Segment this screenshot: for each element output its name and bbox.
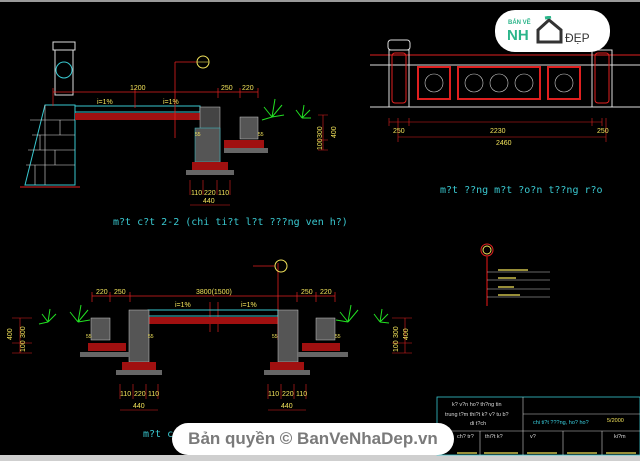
dim-220: 220 — [320, 289, 332, 296]
dim-300: 300 — [317, 126, 324, 138]
dim-440: 440 — [133, 403, 145, 410]
dim-250: 250 — [114, 289, 126, 296]
house-icon — [536, 16, 563, 44]
dim-2230: 2230 — [490, 128, 506, 135]
dim-3800: 3800(1500) — [196, 289, 232, 296]
column-header: thi?t k? — [485, 434, 503, 440]
dim-100: 100 — [317, 138, 324, 150]
scale: 5/2000 — [607, 418, 624, 424]
column-header: v? — [530, 434, 536, 440]
drawing-name: chi ti?t ???ng, ho? ho? — [533, 420, 589, 426]
dim-110: 110 — [148, 391, 159, 398]
dim-100: 100 — [20, 340, 27, 352]
dim-300: 300 — [20, 326, 27, 338]
small-dim: 55 — [86, 334, 92, 340]
dim-220: 220 — [242, 85, 254, 92]
slope-label: i=1% — [163, 99, 179, 106]
logo-text: NH — [507, 27, 529, 44]
dim-110: 110 — [191, 190, 202, 197]
small-dim: 55 — [335, 334, 341, 340]
plant-icon — [261, 98, 311, 121]
banvenhadep-logo: BẢN VẼ NH ĐẸP — [495, 10, 610, 52]
dim-220: 220 — [96, 289, 108, 296]
column-header: ki?m — [614, 434, 626, 440]
dim-400: 400 — [403, 328, 410, 340]
slope-label: i=1% — [97, 99, 113, 106]
column-header: ch? tr? — [457, 434, 474, 440]
watermark-text: Bản quyền © BanVeNhaDep.vn — [188, 429, 438, 448]
dim-440: 440 — [281, 403, 293, 410]
small-dim: 55 — [258, 132, 264, 138]
dim-250: 250 — [301, 289, 313, 296]
section-title: m?t ??ng m?t ?o?n t??ng r?o — [440, 185, 603, 196]
small-dim: 55 — [272, 334, 278, 340]
material-layer-legend — [480, 243, 550, 306]
dim-100: 100 — [393, 340, 400, 352]
small-dim: 55 — [148, 334, 154, 340]
dim-1200: 1200 — [130, 85, 146, 92]
small-dim: 55 — [195, 132, 201, 138]
dim-220: 220 — [134, 391, 146, 398]
org-name: k? v?n ho? th?ng tin — [452, 402, 502, 408]
logo-text: ĐẸP — [565, 31, 590, 45]
slope-label: i=1% — [175, 302, 191, 309]
dim-250: 250 — [393, 128, 405, 135]
dim-300: 300 — [393, 326, 400, 338]
section-bottom-drawing: 220 250 3800(1500) 250 220 i=1% i=1% 55 … — [7, 259, 412, 440]
section-title: m?t c?t 2-2 (chi ti?t l?t ???ng ven h?) — [113, 217, 348, 228]
dim-110: 110 — [120, 391, 131, 398]
dim-220: 220 — [282, 391, 294, 398]
dim-110: 110 — [296, 391, 307, 398]
dim-250: 250 — [597, 128, 609, 135]
dim-400: 400 — [331, 126, 338, 138]
plant-icon — [38, 304, 390, 325]
org-name: di t?ch — [470, 421, 486, 427]
section-2-2-drawing: 1200 250 220 i=1% i=1% 55 55 400 300 100… — [20, 41, 348, 228]
org-name: trung t?m thi?t k? v? tu b? — [445, 412, 509, 418]
dim-110: 110 — [218, 190, 229, 197]
copyright-watermark: Bản quyền © BanVeNhaDep.vn — [172, 423, 454, 455]
fence-elevation-drawing: 250 2230 250 2460 m?t ??ng m?t ?o?n t??n… — [370, 39, 640, 196]
section-title: m?t c — [143, 429, 173, 440]
slope-label: i=1% — [241, 302, 257, 309]
dim-250: 250 — [221, 85, 233, 92]
dim-2460: 2460 — [496, 140, 512, 147]
dim-440: 440 — [203, 198, 215, 205]
dim-220: 220 — [204, 190, 216, 197]
logo-text: BẢN VẼ — [508, 20, 531, 26]
title-block: k? v?n ho? th?ng tin trung t?m thi?t k? … — [436, 396, 640, 456]
dim-400: 400 — [7, 328, 14, 340]
dim-110: 110 — [268, 391, 279, 398]
